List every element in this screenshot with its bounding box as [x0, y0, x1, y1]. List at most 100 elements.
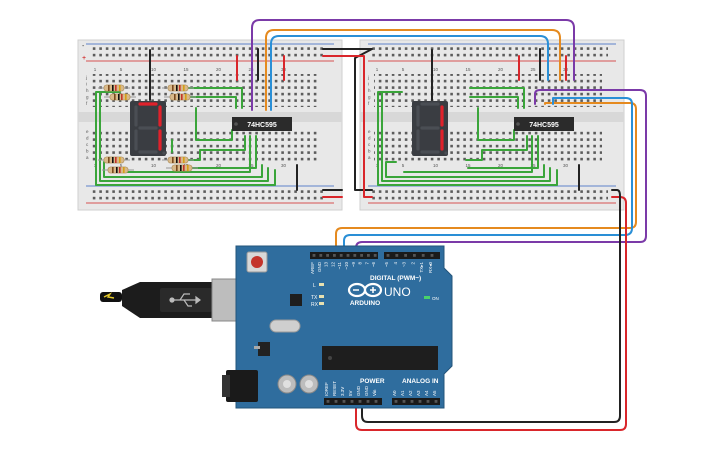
- pin-hole[interactable]: [404, 254, 407, 257]
- pin-hole[interactable]: [410, 400, 414, 403]
- shift-register-right: 74HC595: [514, 117, 574, 131]
- pin-hole[interactable]: [353, 254, 357, 257]
- pin-hole[interactable]: [426, 400, 430, 403]
- resistor: [164, 93, 196, 101]
- segments-right: [416, 102, 448, 155]
- analog-label: ANALOG IN: [402, 378, 439, 385]
- pin-label: AREF: [310, 262, 315, 274]
- chip-label-right: 74HC595: [529, 122, 559, 129]
- row-letter: a: [86, 155, 89, 160]
- pin-hole[interactable]: [334, 400, 338, 403]
- pin-label: A3: [416, 390, 421, 396]
- wire-purple-arduino: [355, 89, 647, 253]
- pin-hole[interactable]: [350, 400, 354, 403]
- row-letter: c: [368, 142, 371, 147]
- usb-icon: [169, 293, 201, 307]
- row-letter: b: [86, 149, 89, 154]
- column-number: 10: [151, 163, 157, 168]
- pin-label: 13: [324, 262, 329, 268]
- pin-hole[interactable]: [319, 254, 323, 257]
- column-number: 25: [530, 67, 536, 72]
- row-letter: h: [86, 88, 89, 93]
- column-number: 10: [433, 67, 439, 72]
- column-number: 5: [120, 67, 123, 72]
- row-letter: e: [86, 129, 89, 134]
- row-letter: g: [368, 95, 371, 100]
- pin-hole[interactable]: [402, 400, 406, 403]
- column-number: 1: [376, 67, 379, 72]
- led-tx-label: TX: [311, 295, 318, 301]
- reset-button[interactable]: [251, 256, 263, 268]
- pin-hole[interactable]: [312, 254, 316, 257]
- wire-orange-top: [265, 29, 561, 111]
- seven-segment-display-left: [130, 101, 166, 156]
- pin-hole[interactable]: [373, 254, 377, 257]
- row-letter: c: [86, 142, 89, 147]
- column-number: 20: [216, 67, 222, 72]
- pin-label: ~5: [384, 262, 389, 268]
- pin-label: RESET: [332, 381, 337, 396]
- column-number: 25: [530, 163, 536, 168]
- pin-hole[interactable]: [346, 254, 350, 257]
- pin-hole[interactable]: [394, 400, 398, 403]
- pin-hole[interactable]: [430, 254, 434, 257]
- column-number: 25: [248, 163, 254, 168]
- row-letter: g: [86, 95, 89, 100]
- pin-hole[interactable]: [339, 254, 343, 257]
- column-number: 20: [498, 163, 504, 168]
- pin-hole[interactable]: [333, 254, 336, 257]
- wire-orange-arduino: [335, 102, 637, 253]
- pin-hole[interactable]: [360, 254, 363, 257]
- pin-hole[interactable]: [434, 400, 438, 403]
- row-letter: d: [368, 136, 371, 141]
- resistor: [98, 84, 130, 92]
- pin-label: ~10: [344, 262, 349, 270]
- row-letter: i: [86, 82, 87, 87]
- pin-hole[interactable]: [326, 254, 329, 257]
- row-letter: a: [368, 155, 371, 160]
- pin-hole[interactable]: [342, 400, 346, 403]
- column-number: 5: [402, 163, 405, 168]
- pin-label: 5V: [348, 390, 353, 396]
- row-letter: h: [368, 88, 371, 93]
- pin-label: GND: [317, 261, 322, 272]
- pin-hole[interactable]: [374, 400, 378, 403]
- pin-hole[interactable]: [358, 400, 362, 403]
- pin-label: 2: [410, 262, 415, 265]
- row-letter: f: [368, 101, 370, 106]
- resistor: [162, 84, 194, 92]
- pin-label: IOREF: [324, 382, 329, 396]
- power-label: POWER: [360, 378, 385, 385]
- decimal-point: [162, 151, 166, 155]
- column-number: 5: [402, 67, 405, 72]
- pin-hole[interactable]: [413, 254, 416, 257]
- decimal-point: [444, 151, 448, 155]
- pin-hole[interactable]: [367, 254, 370, 257]
- wire-red-power: [355, 196, 627, 431]
- pin-hole[interactable]: [366, 400, 370, 403]
- column-number: 1: [94, 67, 97, 72]
- led-on-label: ON: [432, 296, 439, 301]
- pin-hole[interactable]: [395, 254, 399, 257]
- pin-label: GND: [356, 385, 361, 396]
- rail-plus-label: +: [82, 55, 86, 62]
- pin-label: 8: [358, 262, 363, 265]
- resistor: [102, 166, 134, 174]
- green-wires-right: [377, 87, 558, 186]
- row-letter: i: [368, 82, 369, 87]
- row-letter: j: [367, 75, 369, 80]
- pin-hole[interactable]: [386, 254, 390, 257]
- pin-hole[interactable]: [326, 400, 330, 403]
- led-l-label: L: [313, 283, 316, 289]
- brand-text: ARDUINO: [350, 300, 380, 307]
- led-rx-label: RX: [311, 302, 319, 308]
- column-number: 15: [465, 67, 471, 72]
- pin-hole[interactable]: [421, 254, 425, 257]
- pin-hole[interactable]: [418, 400, 422, 403]
- wire-purple-top: [251, 19, 575, 111]
- microcontroller-chip: [322, 346, 438, 370]
